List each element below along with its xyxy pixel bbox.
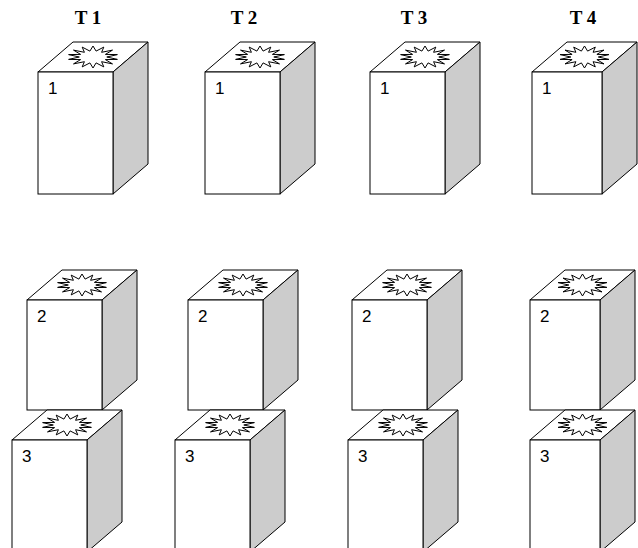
cube-side	[602, 42, 637, 194]
cube-side	[113, 42, 148, 194]
cube-box: 2	[352, 270, 462, 410]
cube-side	[280, 42, 315, 194]
cube-box: 2	[27, 270, 137, 410]
cube-outline	[205, 42, 317, 196]
cube-side	[263, 270, 298, 410]
starburst-symbol	[401, 46, 450, 68]
box-number: 3	[540, 448, 549, 467]
cube-box: 2	[530, 270, 635, 410]
starburst-symbol	[379, 414, 428, 436]
cube-front	[532, 72, 602, 194]
cube-outline	[530, 270, 637, 412]
cube-outline	[530, 410, 637, 548]
cube-outline	[12, 410, 124, 548]
cube-box: 1	[370, 42, 480, 194]
cube-front	[38, 72, 113, 194]
cube-box: 1	[532, 42, 637, 194]
column-label: T 3	[401, 8, 428, 29]
cube-front	[530, 440, 600, 548]
cube-side	[423, 410, 458, 548]
cube-side	[87, 410, 122, 548]
cube-front	[175, 440, 250, 548]
cube-outline	[370, 42, 482, 196]
cube-front	[348, 440, 423, 548]
cube-side	[427, 270, 462, 410]
starburst-symbol	[558, 274, 607, 296]
cube-front	[188, 300, 263, 410]
starburst-symbol	[69, 46, 118, 68]
box-number: 1	[48, 80, 57, 99]
column-label: T 4	[570, 8, 597, 29]
starburst-symbol	[558, 414, 607, 436]
box-number: 1	[215, 80, 224, 99]
cube-outline	[175, 410, 287, 548]
cube-side	[600, 410, 635, 548]
cube-side	[102, 270, 137, 410]
column-label: T 1	[75, 8, 102, 29]
cube-outline	[352, 270, 464, 412]
box-number: 3	[185, 448, 194, 467]
box-number: 3	[358, 448, 367, 467]
cube-front	[370, 72, 445, 194]
cube-box: 3	[348, 410, 458, 548]
box-number: 1	[380, 80, 389, 99]
cube-front	[530, 300, 600, 410]
cube-outline	[38, 42, 150, 196]
cube-box: 3	[530, 410, 635, 548]
box-number: 2	[540, 308, 549, 327]
starburst-symbol	[206, 414, 255, 436]
cube-outline	[532, 42, 638, 196]
cube-outline	[348, 410, 460, 548]
cube-outline	[188, 270, 300, 412]
box-number: 3	[22, 448, 31, 467]
starburst-symbol	[236, 46, 285, 68]
cube-side	[250, 410, 285, 548]
cube-box: 1	[38, 42, 148, 194]
cube-outline	[27, 270, 139, 412]
cube-side	[445, 42, 480, 194]
cube-front	[12, 440, 87, 548]
cube-box: 1	[205, 42, 315, 194]
cube-front	[352, 300, 427, 410]
cube-side	[600, 270, 635, 410]
starburst-symbol	[560, 46, 609, 68]
box-number: 2	[37, 308, 46, 327]
cube-front	[27, 300, 102, 410]
starburst-symbol	[58, 274, 107, 296]
box-number: 2	[198, 308, 207, 327]
cube-box: 2	[188, 270, 298, 410]
starburst-symbol	[383, 274, 432, 296]
starburst-symbol	[43, 414, 92, 436]
starburst-symbol	[219, 274, 268, 296]
cube-box: 3	[175, 410, 285, 548]
box-number: 2	[362, 308, 371, 327]
box-number: 1	[542, 80, 551, 99]
cube-front	[205, 72, 280, 194]
column-label: T 2	[231, 8, 258, 29]
cube-box: 3	[12, 410, 122, 548]
